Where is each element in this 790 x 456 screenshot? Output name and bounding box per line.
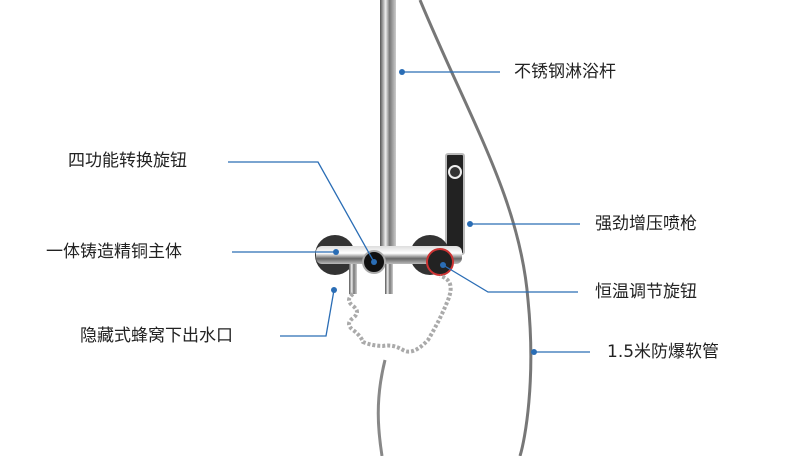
thermostat-knob: [426, 248, 454, 276]
label-rod: 不锈钢淋浴杆: [514, 62, 616, 82]
label-body: 一体铸造精铜主体: [46, 242, 182, 262]
label-hose: 1.5米防爆软管: [607, 342, 720, 362]
leader-thermostat: [442, 264, 578, 293]
valve-body: [316, 246, 462, 264]
label-thermostat: 恒温调节旋钮: [595, 282, 697, 302]
label-outlet: 隐藏式蜂窝下出水口: [80, 326, 233, 346]
label-diverter: 四功能转换旋钮: [68, 151, 187, 171]
leader-diverter: [228, 161, 375, 263]
shower-hose: [418, 0, 533, 456]
leader-outlet: [280, 289, 335, 337]
coiled-hose: [347, 274, 453, 354]
label-spray-gun: 强劲增压喷枪: [595, 214, 697, 234]
shower-rod: [380, 0, 396, 250]
